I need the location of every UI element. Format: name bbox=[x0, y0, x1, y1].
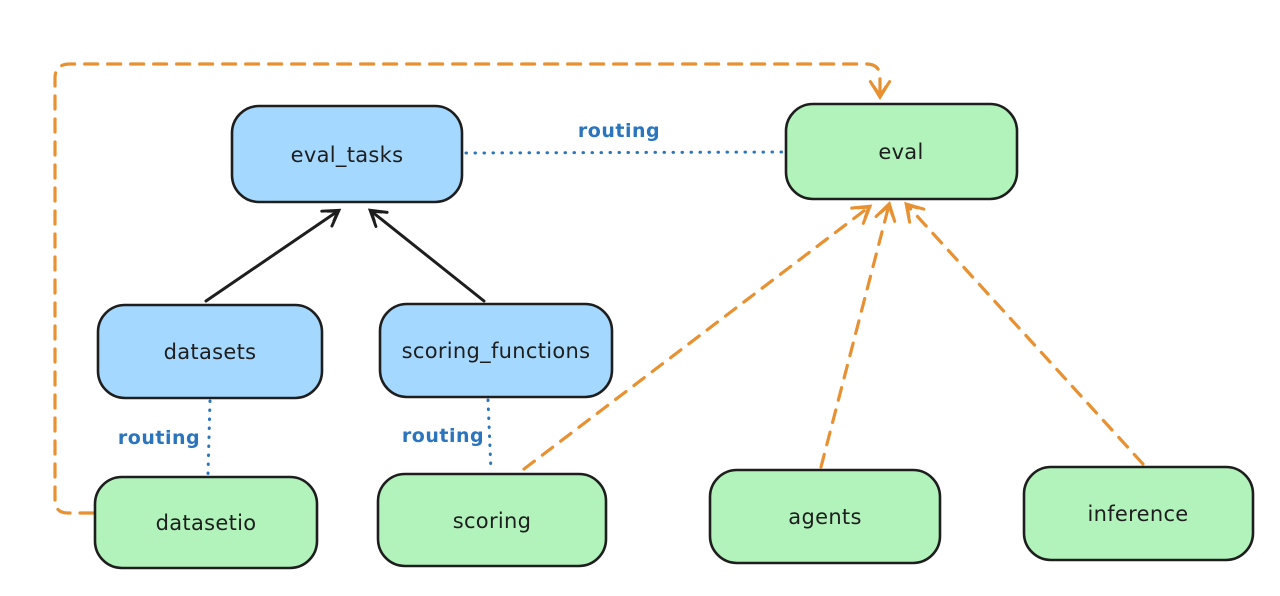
node-inference-label: inference bbox=[1087, 502, 1188, 526]
node-scoring-functions-box bbox=[378, 302, 614, 399]
node-scoring-box bbox=[376, 472, 608, 568]
node-scoring-label: scoring bbox=[453, 509, 532, 533]
edge-datasetio-to-eval bbox=[53, 62, 892, 515]
node-eval-tasks-box bbox=[230, 104, 464, 204]
edge-routing-datasets-datasetio bbox=[206, 399, 212, 476]
routing-label-scoring-functions-scoring: routing bbox=[402, 425, 484, 447]
node-datasets-label: datasets bbox=[164, 340, 257, 364]
edge-scoring-to-eval bbox=[522, 204, 873, 471]
node-eval-label: eval bbox=[878, 140, 923, 164]
routing-label-datasets-datasetio: routing bbox=[118, 427, 200, 449]
node-datasetio-label: datasetio bbox=[156, 511, 257, 535]
node-eval-tasks: eval_tasks bbox=[230, 104, 464, 204]
node-eval-box bbox=[784, 102, 1019, 201]
edge-datasets-to-eval-tasks bbox=[204, 208, 342, 303]
node-datasets-box bbox=[96, 303, 324, 400]
edge-scoring-functions-to-eval-tasks bbox=[367, 208, 486, 303]
node-datasets: datasets bbox=[96, 303, 324, 400]
node-inference: inference bbox=[1022, 465, 1255, 562]
edge-routing-scoring-functions-scoring bbox=[486, 398, 493, 473]
edge-inference-to-eval bbox=[904, 201, 1145, 466]
node-scoring-functions: scoring_functions bbox=[378, 302, 614, 399]
node-agents-box bbox=[708, 468, 942, 565]
node-datasetio: datasetio bbox=[93, 475, 319, 570]
edge-routing-eval-tasks-eval bbox=[464, 150, 786, 155]
node-eval: eval bbox=[784, 102, 1019, 201]
node-scoring-functions-label: scoring_functions bbox=[402, 339, 591, 364]
routing-label-eval-tasks-eval: routing bbox=[578, 120, 660, 142]
node-agents-label: agents bbox=[788, 505, 861, 529]
node-agents: agents bbox=[708, 468, 942, 565]
edge-agents-to-eval bbox=[819, 200, 897, 469]
node-eval-tasks-label: eval_tasks bbox=[291, 143, 404, 168]
node-inference-box bbox=[1022, 465, 1255, 562]
node-datasetio-box bbox=[93, 475, 319, 570]
node-scoring: scoring bbox=[376, 472, 608, 568]
